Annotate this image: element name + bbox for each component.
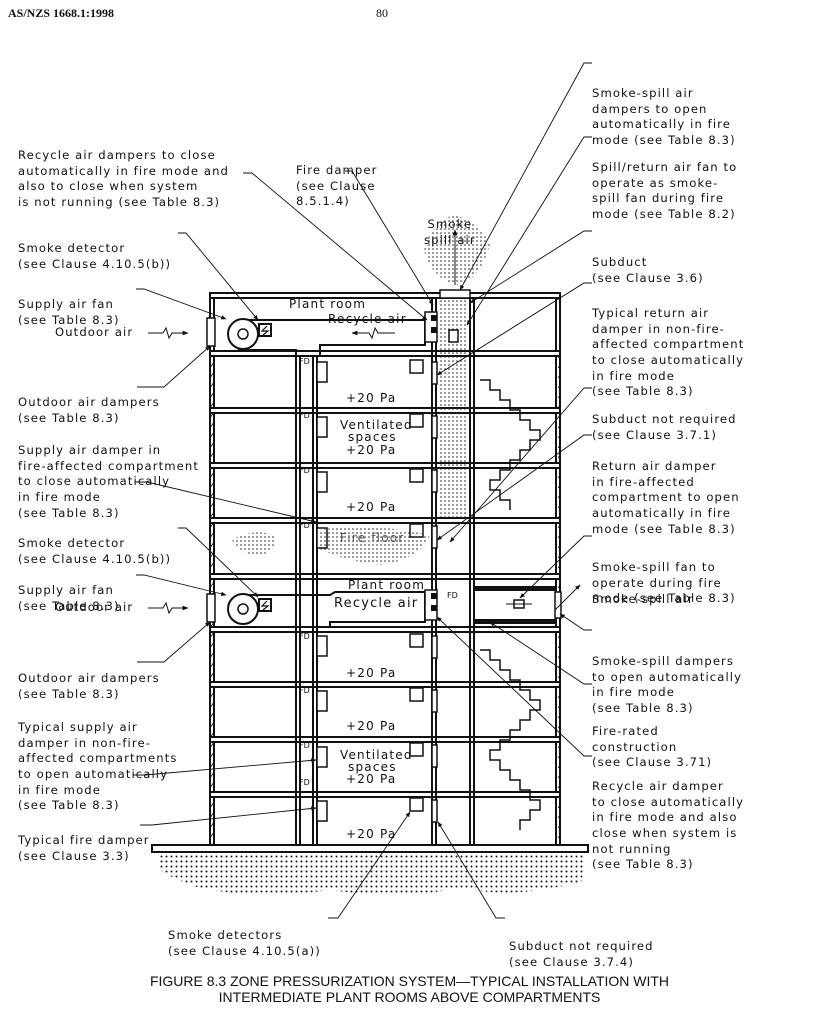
ventilated-spaces-label-1: Ventilated	[340, 748, 413, 762]
lower-supply-fan	[227, 593, 259, 625]
caption-line-2: INTERMEDIATE PLANT ROOMS ABOVE COMPARTME…	[218, 989, 601, 1005]
label-smoke-detector-lower: Smoke detector(see Clause 4.10.5(b))	[18, 536, 172, 566]
plant-room-upper-label: Plant room	[289, 297, 367, 311]
pressure-label: +20 Pa	[346, 391, 397, 405]
ground-slab	[151, 844, 589, 853]
pressure-label: +20 Pa	[346, 500, 397, 514]
fd-label: FD	[447, 591, 458, 600]
smoke-spill-damper-right	[554, 591, 562, 619]
label-supply-air-fan-lower: Supply air fan(see Table 8.3)	[18, 583, 120, 613]
supply-riser	[295, 356, 318, 845]
fire-floor-smoke	[318, 526, 430, 565]
recycle-arrow-upper	[351, 326, 395, 340]
label-subduct: Subduct(see Clause 3.6)	[592, 255, 704, 285]
label-supply-air-fan-upper: Supply air fan(see Table 8.3)	[18, 297, 120, 327]
upper-supply-fan	[227, 318, 259, 350]
outdoor-air-arrow-lower	[148, 601, 189, 615]
smoke-cloud-outside	[232, 532, 277, 556]
label-outdoor-air-dampers-lower: Outdoor air dampers(see Table 8.3)	[18, 671, 160, 701]
plant-room-lower-label: Plant room	[348, 578, 426, 592]
lower-outdoor-damper	[206, 593, 216, 623]
label-smoke-detector-upper: Smoke detector(see Clause 4.10.5(b))	[18, 241, 172, 271]
label-outdoor-air-lower: Outdoor air	[55, 600, 134, 614]
ventilated-spaces-label-1: Ventilated	[340, 418, 413, 432]
label-smoke-spill-air-right: Smoke-spill air	[592, 592, 694, 606]
label-outdoor-air-dampers-upper: Outdoor air dampers(see Table 8.3)	[18, 395, 160, 425]
label-subduct-not-required-mid: Subduct not required(see Clause 3.7.1)	[592, 412, 737, 442]
fd-label: FD	[299, 686, 310, 695]
stairs	[480, 379, 541, 830]
outdoor-air-arrow-upper	[148, 326, 189, 340]
fd-label: FD	[299, 521, 310, 530]
pressure-label: +20 Pa	[346, 719, 397, 733]
pressure-label: +20 Pa	[346, 666, 397, 680]
leader-lines	[133, 62, 592, 919]
recycle-air-upper-label: Recycle air	[328, 312, 407, 326]
fd-label: FD	[299, 778, 310, 787]
label-outdoor-air-upper: Outdoor air	[55, 325, 134, 339]
upper-outdoor-damper	[206, 317, 216, 347]
smoke-spill-top-damper	[439, 289, 471, 299]
fd-label: FD	[299, 466, 310, 475]
pressure-label: +20 Pa	[346, 772, 397, 786]
ventilated-spaces-label-2: spaces	[348, 760, 397, 774]
spill-fan-upper	[448, 329, 459, 343]
pressure-label: +20 Pa	[346, 443, 397, 457]
caption-line-1: FIGURE 8.3 ZONE PRESSURIZATION SYSTEM—TY…	[149, 973, 670, 989]
upper-smoke-detector	[258, 323, 272, 337]
ventilated-spaces-label-2: spaces	[348, 430, 397, 444]
standard-header: AS/NZS 1668.1:1998	[8, 6, 115, 20]
fire-floor-label: Fire floor	[340, 531, 405, 545]
fd-label: FD	[299, 632, 310, 641]
ground-hatch	[160, 852, 585, 895]
lower-smoke-detector	[258, 598, 272, 612]
fd-label: FD	[299, 411, 310, 420]
label-subduct-not-required-bottom: Subduct not required(see Clause 3.7.4)	[509, 939, 654, 969]
label-typical-fire-damper: Typical fire damper(see Clause 3.3)	[18, 833, 150, 863]
fd-label: FD	[299, 357, 310, 366]
floor-slabs	[209, 292, 561, 798]
figure-caption: FIGURE 8.3 ZONE PRESSURIZATION SYSTEM—TY…	[0, 973, 819, 1005]
upper-supply-duct	[238, 319, 426, 356]
recycle-air-lower-label: Recycle air	[334, 596, 419, 611]
smoke-spill-air-arrow	[554, 584, 581, 611]
smoke-spill-duct-lower	[474, 586, 556, 591]
label-smoke-detectors-bottom: Smoke detectors(see Clause 4.10.5(a))	[168, 928, 321, 958]
smoke-plume-top	[424, 215, 490, 285]
fd-label: FD	[299, 741, 310, 750]
pressure-label: +20 Pa	[346, 827, 397, 841]
page-number: 80	[376, 6, 388, 20]
